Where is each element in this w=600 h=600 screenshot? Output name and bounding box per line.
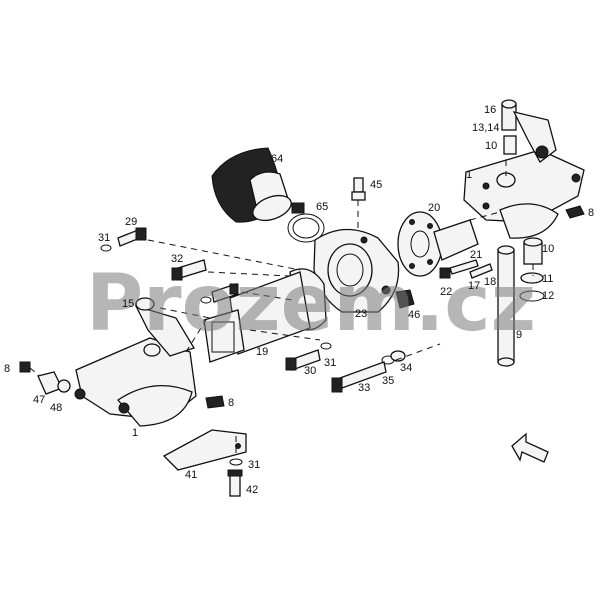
part-8-grease-nipple-left xyxy=(205,395,225,409)
part-29-bolt xyxy=(100,227,147,252)
part-21-bolt xyxy=(439,259,493,279)
callout-1-right: 1 xyxy=(466,169,472,181)
callout-8-right: 8 xyxy=(588,207,594,219)
callout-64: 64 xyxy=(271,153,283,165)
callout-22: 22 xyxy=(440,286,452,298)
callout-46: 46 xyxy=(408,309,420,321)
part-45-grease-nipple xyxy=(351,177,366,232)
callout-18: 18 xyxy=(484,276,496,288)
callout-31-bottom: 31 xyxy=(248,459,260,471)
callout-labels: 64 65 45 16 13,14 10 1 8 20 29 31 32 21 … xyxy=(4,104,594,496)
callout-21: 21 xyxy=(470,249,482,261)
assembly-lines xyxy=(29,160,534,456)
callout-10-top: 10 xyxy=(485,140,497,152)
part-1-bracket-left xyxy=(74,337,197,427)
part-46-plug xyxy=(395,289,415,309)
part-42-bolt xyxy=(227,458,243,497)
part-65-clamp xyxy=(287,202,325,243)
part-16-lever xyxy=(501,99,557,163)
part-1-bracket-right xyxy=(463,149,585,239)
part-32-bolt xyxy=(171,259,207,281)
watermark: Prozem.cz xyxy=(86,259,536,349)
part-9-pin xyxy=(497,245,515,367)
part-47-ball-joint xyxy=(19,361,71,395)
part-23-housing xyxy=(313,228,400,313)
callout-29: 29 xyxy=(125,216,137,228)
callout-41: 41 xyxy=(185,469,197,481)
callout-16: 16 xyxy=(484,104,496,116)
part-10-bushing xyxy=(519,237,545,302)
part-8-grease-nipple-right xyxy=(565,205,585,219)
callout-31-mid: 31 xyxy=(324,357,336,369)
callout-33: 33 xyxy=(358,382,370,394)
callout-19: 19 xyxy=(256,346,268,358)
part-30-bolt xyxy=(285,342,332,371)
part-flange-disc xyxy=(397,211,479,277)
callout-35: 35 xyxy=(382,375,394,387)
callout-11: 11 xyxy=(542,273,553,285)
callout-30: 30 xyxy=(304,365,316,377)
callout-17: 17 xyxy=(468,280,480,292)
callout-31-top: 31 xyxy=(98,232,110,244)
callout-34: 34 xyxy=(400,362,412,374)
callout-13-14: 13,14 xyxy=(472,122,500,134)
callout-42: 42 xyxy=(246,484,258,496)
callout-47: 47 xyxy=(33,394,45,406)
callout-23: 23 xyxy=(355,308,367,320)
part-19-tube xyxy=(203,268,327,363)
callout-20: 20 xyxy=(428,202,440,214)
callout-32: 32 xyxy=(171,253,183,265)
callout-65: 65 xyxy=(316,201,328,213)
callout-8-bottom: 8 xyxy=(228,397,234,409)
part-64-hose xyxy=(211,147,292,223)
arrow-icon xyxy=(511,432,549,463)
callout-45: 45 xyxy=(370,179,382,191)
callout-48: 48 xyxy=(50,402,62,414)
part-41-plate xyxy=(162,429,247,471)
part-bolt-small xyxy=(200,283,239,304)
callout-8-left: 8 xyxy=(4,363,10,375)
callout-1-left: 1 xyxy=(132,427,138,439)
callout-9: 9 xyxy=(516,329,522,341)
callout-12: 12 xyxy=(542,290,554,302)
callout-10-right: 10 xyxy=(542,243,554,255)
callout-15: 15 xyxy=(122,298,134,310)
part-15-lever xyxy=(134,297,195,357)
